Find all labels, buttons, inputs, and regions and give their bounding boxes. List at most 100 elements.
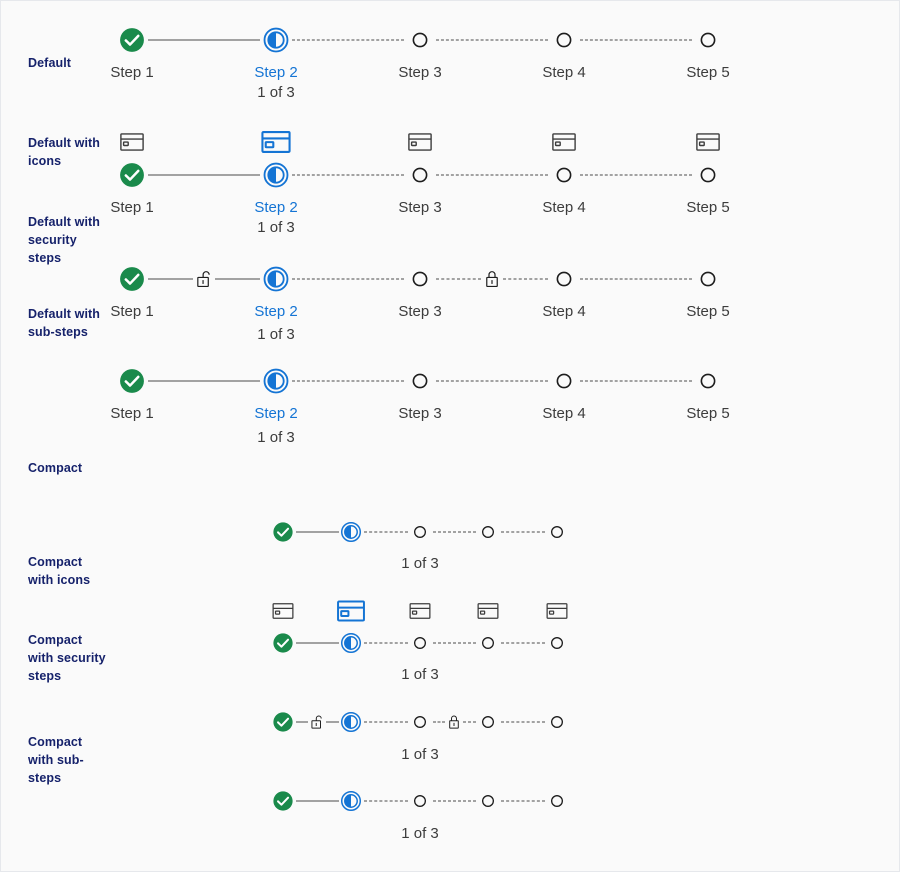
step-connector — [292, 174, 404, 176]
check-circle-filled-icon — [273, 791, 293, 811]
step-node-incomplete[interactable] — [551, 162, 577, 188]
step-node-current[interactable] — [340, 790, 362, 812]
step-connector — [295, 531, 339, 533]
step-icon-credit-card[interactable] — [261, 131, 291, 153]
step-icon-credit-card[interactable] — [409, 603, 431, 619]
step-node-incomplete[interactable] — [695, 27, 721, 53]
step-node-incomplete[interactable] — [478, 712, 499, 733]
step-node-complete[interactable] — [119, 266, 145, 292]
step-label: Step 2 — [254, 199, 298, 216]
step-label: Step 5 — [686, 405, 730, 422]
step-node-complete[interactable] — [119, 162, 145, 188]
step-node-complete[interactable] — [119, 368, 145, 394]
step-label: Step 4 — [542, 303, 586, 320]
step-node-current[interactable] — [340, 521, 362, 543]
step-node-incomplete[interactable] — [547, 522, 568, 543]
step-connector — [292, 380, 404, 382]
empty-circle-icon — [700, 271, 716, 287]
step-node-incomplete[interactable] — [478, 633, 499, 654]
step-sub-progress: 1 of 3 — [257, 429, 295, 446]
credit-card-icon — [120, 133, 144, 151]
step-node-incomplete[interactable] — [410, 712, 431, 733]
step-node-current[interactable] — [263, 266, 289, 292]
step-node-complete[interactable] — [273, 712, 294, 733]
check-circle-filled-icon — [120, 163, 144, 187]
credit-card-icon — [552, 133, 576, 151]
step-connector — [148, 278, 193, 280]
step-node-incomplete[interactable] — [410, 633, 431, 654]
compact-progress-label: 1 of 3 — [401, 555, 439, 572]
empty-circle-icon — [556, 167, 572, 183]
credit-card-icon — [409, 603, 431, 619]
step-node-complete[interactable] — [273, 791, 294, 812]
step-node-incomplete[interactable] — [410, 522, 431, 543]
step-icon-credit-card[interactable] — [552, 133, 576, 151]
step-node-complete[interactable] — [273, 633, 294, 654]
empty-circle-icon — [412, 271, 428, 287]
check-circle-filled-icon — [120, 28, 144, 52]
check-circle-filled-icon — [273, 633, 293, 653]
step-icon-credit-card[interactable] — [337, 600, 365, 622]
padlock-locked-icon — [484, 270, 500, 289]
step-node-incomplete[interactable] — [695, 368, 721, 394]
step-node-current[interactable] — [340, 632, 362, 654]
step-node-complete[interactable] — [119, 27, 145, 53]
step-node-incomplete[interactable] — [407, 368, 433, 394]
compact-progress-label: 1 of 3 — [401, 825, 439, 842]
step-icon-credit-card[interactable] — [120, 133, 144, 151]
empty-circle-icon — [482, 526, 494, 538]
step-node-incomplete[interactable] — [478, 522, 499, 543]
compact-progress-label: 1 of 3 — [401, 666, 439, 683]
step-sub-progress: 1 of 3 — [257, 84, 295, 101]
step-node-incomplete[interactable] — [695, 266, 721, 292]
step-node-current[interactable] — [263, 368, 289, 394]
padlock-locked-icon — [486, 271, 498, 288]
step-icon-credit-card[interactable] — [408, 133, 432, 151]
step-node-current[interactable] — [340, 711, 362, 733]
empty-circle-icon — [414, 795, 426, 807]
step-connector — [580, 39, 692, 41]
step-label: Step 3 — [398, 199, 442, 216]
step-label: Step 3 — [398, 405, 442, 422]
step-node-current[interactable] — [263, 162, 289, 188]
step-icon-credit-card[interactable] — [477, 603, 499, 619]
step-node-incomplete[interactable] — [407, 266, 433, 292]
step-icon-credit-card[interactable] — [546, 603, 568, 619]
step-label: Step 2 — [254, 64, 298, 81]
step-node-complete[interactable] — [273, 522, 294, 543]
half-circle-ring-icon — [263, 368, 289, 394]
step-node-incomplete[interactable] — [407, 162, 433, 188]
step-node-incomplete[interactable] — [547, 791, 568, 812]
step-node-incomplete[interactable] — [695, 162, 721, 188]
step-label: Step 3 — [398, 303, 442, 320]
step-node-incomplete[interactable] — [551, 368, 577, 394]
step-icon-credit-card[interactable] — [272, 603, 294, 619]
step-node-incomplete[interactable] — [547, 633, 568, 654]
step-node-incomplete[interactable] — [410, 791, 431, 812]
empty-circle-icon — [556, 32, 572, 48]
step-label: Step 2 — [254, 303, 298, 320]
step-icon-credit-card[interactable] — [696, 133, 720, 151]
step-node-incomplete[interactable] — [407, 27, 433, 53]
padlock-unlocked-icon — [311, 715, 322, 729]
step-label: Step 1 — [110, 303, 154, 320]
empty-circle-icon — [556, 271, 572, 287]
step-connector — [500, 531, 545, 533]
step-sub-progress: 1 of 3 — [257, 219, 295, 236]
step-node-current[interactable] — [263, 27, 289, 53]
half-circle-ring-icon — [340, 632, 362, 654]
section-label-compact-with-sub-steps: Compact with sub-steps — [28, 735, 84, 785]
padlock-unlocked-icon — [197, 271, 210, 288]
empty-circle-icon — [482, 795, 494, 807]
empty-circle-icon — [551, 795, 563, 807]
step-sub-progress: 1 of 3 — [257, 326, 295, 343]
step-node-incomplete[interactable] — [551, 27, 577, 53]
step-node-incomplete[interactable] — [551, 266, 577, 292]
step-connector — [292, 39, 404, 41]
step-connector — [148, 380, 260, 382]
step-node-incomplete[interactable] — [547, 712, 568, 733]
step-node-incomplete[interactable] — [478, 791, 499, 812]
half-circle-ring-icon — [263, 266, 289, 292]
step-connector — [295, 642, 339, 644]
section-label-compact-with-icons: Compact with icons — [28, 555, 91, 587]
